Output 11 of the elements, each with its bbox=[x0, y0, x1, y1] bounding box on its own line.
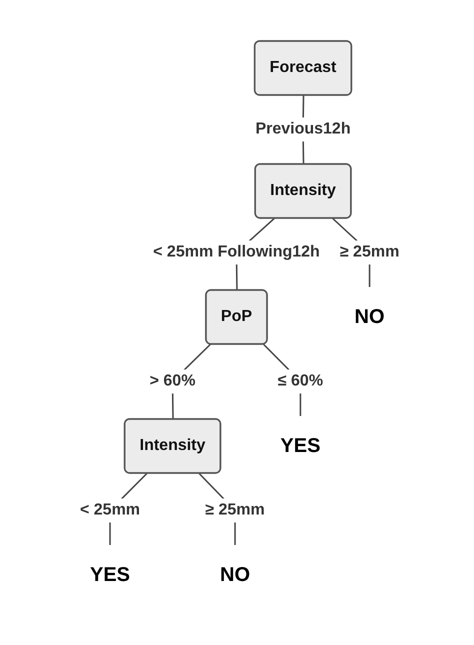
edge-label: ≥ 25mm bbox=[340, 243, 400, 260]
edge-label: ≥ 25mm bbox=[205, 500, 264, 518]
edge-label: ≤ 60% bbox=[278, 372, 323, 389]
node-text: YES bbox=[90, 563, 130, 586]
edge-label: < 25mm Following12h bbox=[152, 243, 320, 260]
edge-label: < 25mm bbox=[80, 500, 140, 518]
node-text: YES bbox=[280, 434, 320, 456]
node-text: NO bbox=[354, 306, 384, 328]
edge-label: > 60% bbox=[149, 372, 196, 389]
node-text: NO bbox=[220, 563, 250, 586]
edge-label: Previous12h bbox=[255, 120, 350, 138]
